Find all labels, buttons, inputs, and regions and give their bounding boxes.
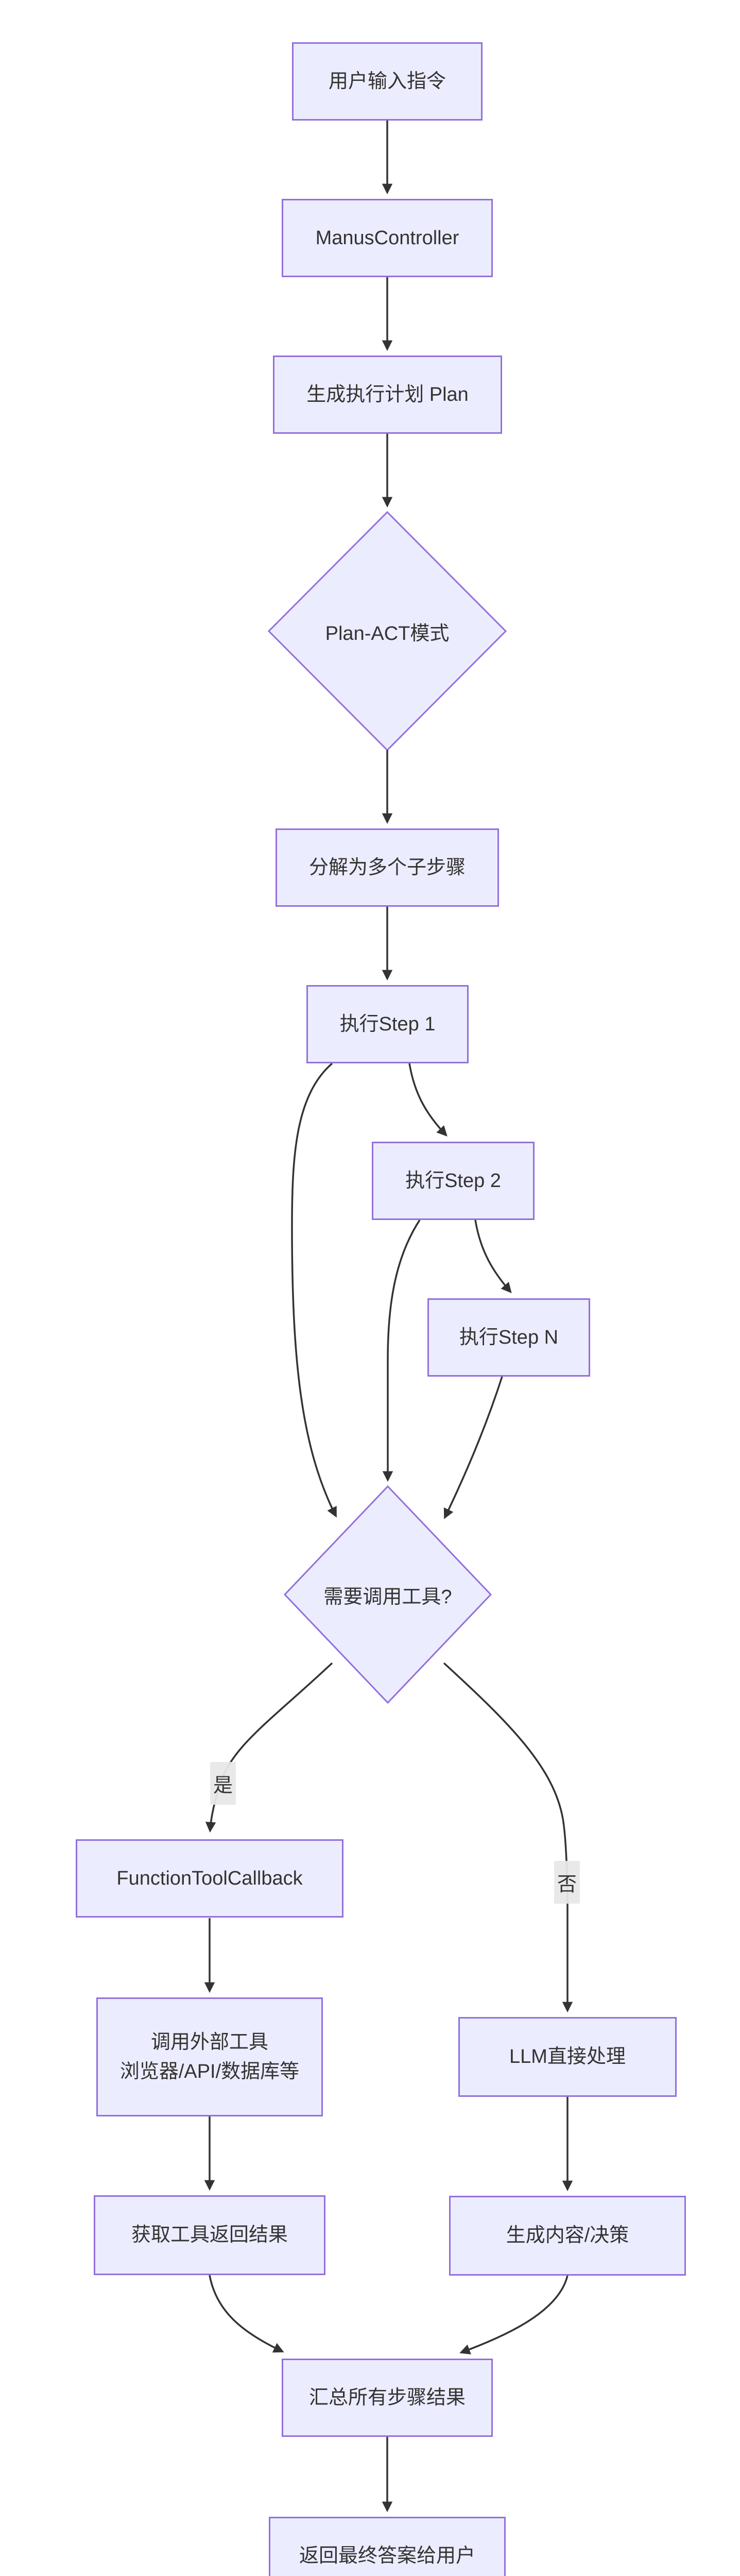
node-get-tool-result: 获取工具返回结果 [94,2195,325,2275]
node-stepN-label: 执行Step N [459,1326,559,1348]
node-aggregate-results: 汇总所有步骤结果 [282,2359,493,2437]
node-need-tool-label: 需要调用工具? [323,1586,452,1608]
node-manus-controller-label: ManusController [315,227,459,249]
node-aggregate-results-label: 汇总所有步骤结果 [308,2386,466,2409]
node-call-external-tools-line1: 调用外部工具 [150,2031,268,2053]
node-llm-direct: LLM直接处理 [458,2017,677,2097]
diamond-need-tool [283,1485,492,1704]
node-return-answer: 返回最终答案给用户 [269,2517,506,2576]
edge-step2-to-needtool [382,1219,421,1482]
node-stepN: 执行Step N [427,1298,590,1377]
edge-stepN-to-needtool [443,1376,503,1519]
edge-step2-to-stepN [474,1219,512,1294]
node-manus-controller: ManusController [282,199,493,277]
edge-content-to-aggregate [459,2275,569,2354]
node-generate-plan: 生成执行计划 Plan [273,355,502,434]
node-call-external-tools: 调用外部工具 浏览器/API/数据库等 [96,1997,323,2116]
node-plan-act-mode-label: Plan-ACT模式 [325,622,450,645]
node-return-answer-label: 返回最终答案给用户 [299,2545,475,2567]
node-step1: 执行Step 1 [306,985,469,1063]
node-decompose-steps-label: 分解为多个子步骤 [308,856,466,878]
edge-label-no: 否 [554,1861,580,1904]
node-generate-content-label: 生成内容/决策 [506,2225,629,2246]
edge-step1-to-step2 [408,1063,448,1137]
edge-result-to-aggregate [209,2275,284,2353]
node-step2-label: 执行Step 2 [405,1170,501,1192]
node-user-input: 用户输入指令 [292,42,483,121]
node-function-tool-callback-label: FunctionToolCallback [116,1867,303,1889]
edge-step1-to-needtool [291,1062,337,1518]
node-user-input-label: 用户输入指令 [328,70,446,92]
node-step1-label: 执行Step 1 [339,1013,436,1035]
node-generate-content: 生成内容/决策 [449,2196,686,2276]
node-generate-plan-label: 生成执行计划 Plan [306,383,469,405]
node-call-external-tools-line2: 浏览器/API/数据库等 [119,2060,300,2082]
node-step2: 执行Step 2 [372,1142,535,1220]
edge-needtool-to-llm-no [443,1662,573,2013]
node-decompose-steps: 分解为多个子步骤 [276,828,499,907]
edge-label-yes: 是 [210,1762,236,1805]
edge-needtool-to-ftc-yes [205,1662,333,1833]
node-llm-direct-label: LLM直接处理 [509,2046,626,2067]
node-function-tool-callback: FunctionToolCallback [76,1839,343,1918]
node-get-tool-result-label: 获取工具返回结果 [131,2224,288,2246]
